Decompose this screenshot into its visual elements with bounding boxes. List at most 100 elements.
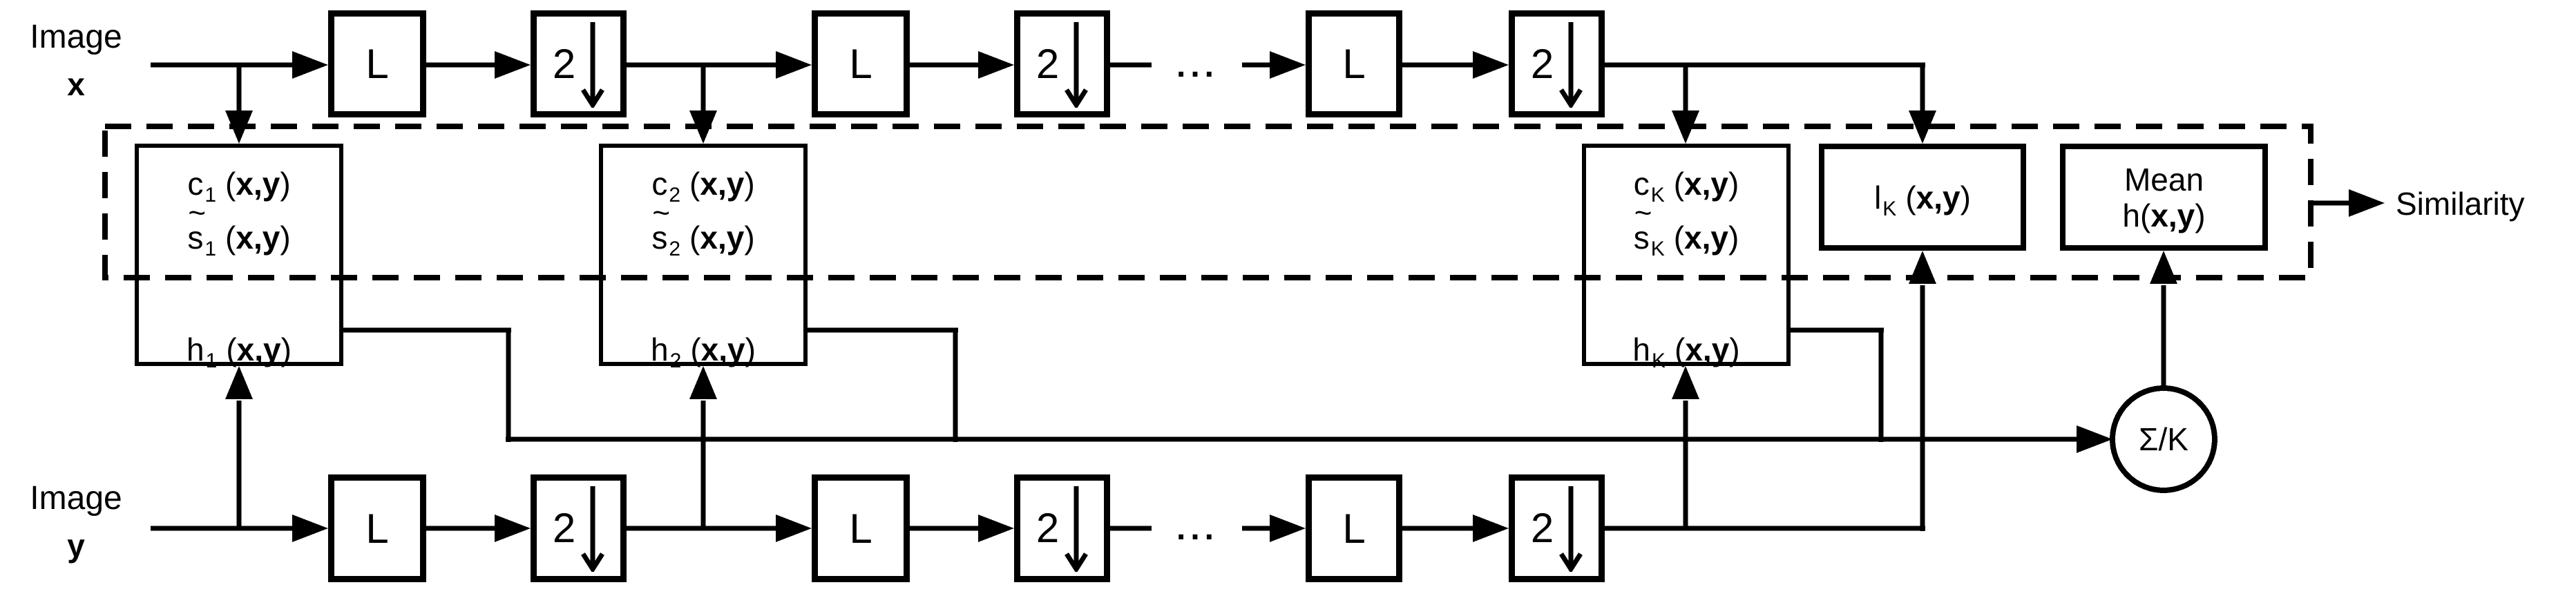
- downsample-factor: 2: [1530, 40, 1554, 87]
- lowpass-box-x-1: L: [328, 10, 426, 117]
- image-x-symbol: x: [67, 66, 85, 102]
- mean-box: Mean h(x,y): [2060, 144, 2268, 251]
- lowpass-box-y-2: L: [812, 474, 910, 582]
- flow-arrow: [225, 366, 253, 399]
- flow-arrow: [978, 515, 1014, 542]
- downsample-down-arrow-icon: [1065, 21, 1089, 108]
- lowpass-label: L: [1342, 41, 1366, 87]
- downsample-down-arrow-icon: [1559, 486, 1583, 572]
- flow-arrow: [2077, 425, 2112, 453]
- flow-arrow: [1270, 515, 1306, 542]
- lowpass-label: L: [365, 41, 389, 87]
- scale-K-stats-box: cK(x,y) ~sK(x,y) hK(x,y): [1582, 144, 1791, 372]
- flow-arrow: [1672, 110, 1699, 144]
- image-x-label: Image x: [17, 19, 135, 102]
- flow-arrow: [2349, 189, 2385, 217]
- c-subscript: 2: [669, 184, 681, 206]
- image-y-symbol: y: [67, 527, 85, 564]
- s-symbol: s: [187, 220, 204, 256]
- flow-arrow: [1909, 251, 1936, 284]
- scale-1-h-row: h1(x,y): [187, 331, 292, 372]
- downsample-factor: 2: [552, 40, 576, 87]
- scale-K-c-row: cK(x,y): [1633, 166, 1739, 206]
- downsample-factor: 2: [1530, 505, 1554, 551]
- downsample-box-x-1: 2: [531, 10, 627, 117]
- scale-1-c-row: c1(x,y): [187, 166, 291, 206]
- flow-arrow: [292, 515, 328, 542]
- c-symbol: c: [651, 166, 668, 202]
- flow-arrow: [495, 51, 531, 79]
- h-symbol: h: [1632, 331, 1650, 367]
- mean-h-expression: h(x,y): [2122, 197, 2206, 233]
- downsample-down-arrow-icon: [1065, 486, 1089, 572]
- lowpass-label: L: [849, 41, 872, 87]
- dashed-region-border: [102, 124, 2313, 280]
- scale-2-s-row: ~s2(x,y): [651, 196, 755, 261]
- c-symbol: c: [1633, 166, 1650, 202]
- lowpass-box-x-3: L: [1306, 10, 1402, 117]
- downsample-factor: 2: [552, 505, 576, 551]
- c-symbol: c: [187, 166, 204, 202]
- flow-arrow: [776, 515, 812, 542]
- lowpass-label: L: [365, 505, 389, 552]
- scale-1-stats-box: c1(x,y) ~s1(x,y) h1(x,y): [135, 144, 343, 372]
- h-subscript: 1: [205, 349, 218, 372]
- downsample-factor: 2: [1036, 40, 1060, 87]
- downsample-down-arrow-icon: [581, 21, 605, 108]
- downsample-down-arrow-icon: [581, 486, 605, 572]
- downsample-box-y-1: 2: [531, 474, 627, 582]
- flow-arrow: [978, 51, 1014, 79]
- lowpass-box-y-1: L: [328, 474, 426, 582]
- s-subscript: K: [1650, 238, 1665, 260]
- h-subscript: 2: [669, 349, 682, 372]
- scale-2-stats-box: c2(x,y) ~s2(x,y) h2(x,y): [599, 144, 808, 372]
- l-symbol: l: [1874, 179, 1882, 215]
- scale-2-h-row: h2(x,y): [651, 331, 756, 372]
- flow-arrow: [225, 110, 253, 144]
- image-y-label: Image y: [17, 480, 135, 564]
- h-symbol: h: [651, 331, 669, 367]
- similarity-label: Similarity: [2396, 186, 2525, 222]
- downsample-down-arrow-icon: [1559, 21, 1583, 108]
- ellipsis-x: ...: [1176, 48, 1219, 84]
- s-symbol: s: [651, 220, 668, 256]
- downsample-box-y-3: 2: [1509, 474, 1605, 582]
- lowpass-box-y-3: L: [1306, 474, 1402, 582]
- h-subscript: K: [1651, 349, 1666, 372]
- scale-K-s-row: ~sK(x,y): [1633, 196, 1739, 261]
- flow-arrow: [495, 515, 531, 542]
- flow-arrow: [1473, 51, 1509, 79]
- flow-arrow: [292, 51, 328, 79]
- downsample-box-y-2: 2: [1014, 474, 1110, 582]
- downsample-factor: 2: [1036, 505, 1060, 551]
- downsample-box-x-2: 2: [1014, 10, 1110, 117]
- l-subscript: K: [1882, 197, 1897, 220]
- lowpass-label: L: [1342, 505, 1366, 552]
- tilde-mark: ~: [188, 196, 207, 230]
- s-subscript: 1: [204, 238, 217, 260]
- h-symbol: h: [187, 331, 204, 367]
- flow-arrow: [2150, 251, 2177, 284]
- flow-arrow: [1473, 515, 1509, 542]
- flow-arrow: [1270, 51, 1306, 79]
- flow-arrow: [1672, 366, 1699, 399]
- downsample-box-x-3: 2: [1509, 10, 1605, 117]
- s-symbol: s: [1633, 220, 1650, 256]
- flow-arrow: [1909, 110, 1936, 144]
- scale-1-s-row: ~s1(x,y): [187, 196, 291, 261]
- scale-2-c-row: c2(x,y): [651, 166, 755, 206]
- s-subscript: 2: [669, 238, 681, 260]
- flow-arrow: [689, 110, 717, 144]
- scale-K-h-row: hK(x,y): [1632, 331, 1740, 372]
- lowpass-label: L: [849, 505, 872, 552]
- tilde-mark: ~: [652, 196, 671, 230]
- flow-arrow: [689, 366, 717, 399]
- ellipsis-y: ...: [1176, 510, 1219, 547]
- tilde-mark: ~: [1634, 196, 1652, 230]
- lowpass-box-x-2: L: [812, 10, 910, 117]
- image-x-word: Image: [30, 19, 122, 55]
- luminance-box: lK(x,y): [1819, 144, 2026, 251]
- c-subscript: 1: [204, 184, 217, 206]
